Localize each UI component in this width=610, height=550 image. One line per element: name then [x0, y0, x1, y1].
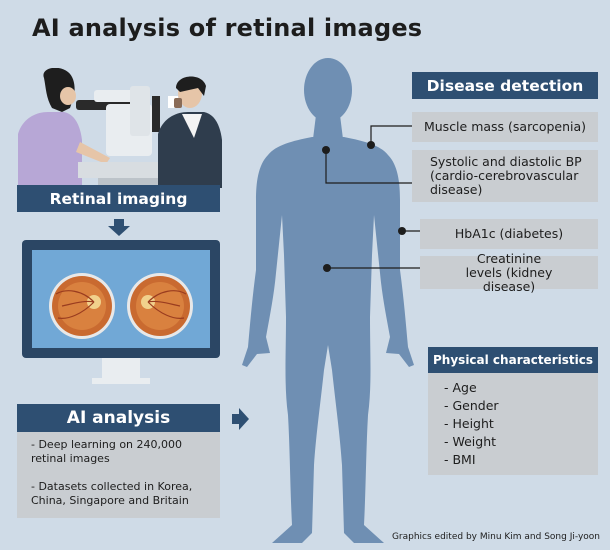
- retina-scan-right: [127, 273, 193, 339]
- arrow-down-icon: [108, 219, 130, 236]
- graphics-credit: Graphics edited by Minu Kim and Song Ji-…: [391, 532, 600, 542]
- disease-item-muscle-mass: Muscle mass (sarcopenia): [412, 112, 598, 142]
- ai-analysis-label: AI analysis: [17, 404, 220, 432]
- retina-scan-left: [49, 273, 115, 339]
- ai-analysis-bullet: - Datasets collected in Korea, China, Si…: [31, 480, 193, 507]
- disease-item-hba1c: HbA1c (diabetes): [420, 219, 598, 249]
- physical-item: - BMI: [444, 452, 476, 467]
- physical-characteristics-list: - Age - Gender - Height - Weight - BMI: [428, 373, 598, 475]
- physical-item: - Age: [444, 380, 477, 395]
- physical-item: - Height: [444, 416, 494, 431]
- physical-item: - Gender: [444, 398, 499, 413]
- disease-detection-label: Disease detection: [412, 72, 598, 99]
- page-title: AI analysis of retinal images: [32, 14, 423, 42]
- monitor-with-retina-scans: [22, 240, 220, 384]
- disease-item-blood-pressure: Systolic and diastolic BP (cardio-cerebr…: [412, 150, 598, 202]
- ai-analysis-bullet: - Deep learning on 240,000 retinal image…: [31, 438, 183, 465]
- retinal-imaging-label: Retinal imaging: [17, 185, 220, 212]
- physical-item: - Weight: [444, 434, 497, 449]
- ai-analysis-details: - Deep learning on 240,000 retinal image…: [17, 432, 220, 518]
- physical-characteristics-label: Physical characteristics: [428, 347, 598, 373]
- arrow-right-icon: [232, 408, 249, 430]
- human-body-silhouette: [242, 58, 414, 543]
- retinal-exam-illustration: [18, 68, 222, 188]
